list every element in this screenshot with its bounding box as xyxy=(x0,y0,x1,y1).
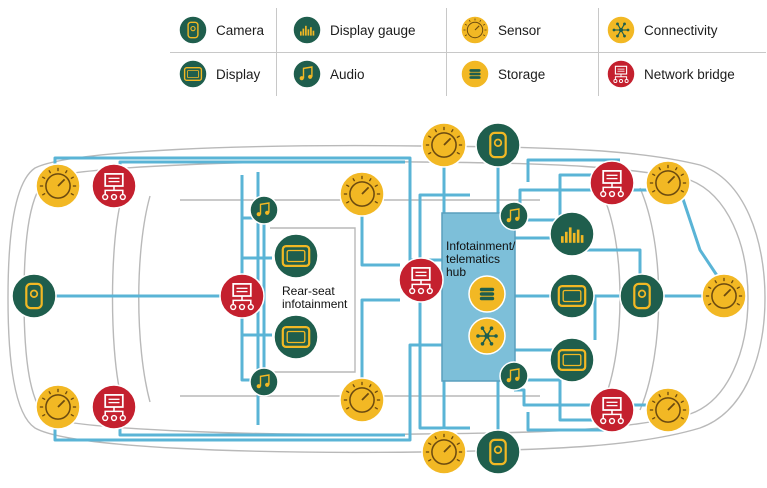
display-node-right-lower xyxy=(549,337,595,383)
legend-item-camera: Camera xyxy=(178,10,264,50)
network-bridge-icon xyxy=(606,59,636,89)
vehicle-network-diagram xyxy=(7,122,766,475)
display-node-rear-seat-upper xyxy=(273,233,319,279)
sensor-icon xyxy=(460,15,490,45)
display-node-right-mid xyxy=(549,273,595,319)
legend-item-display-gauge: Display gauge xyxy=(292,10,416,50)
network-bridge-node-rear-right xyxy=(589,387,635,433)
hub-label: Infotainment/ telematics hub xyxy=(446,239,516,279)
sensor-node-lower-mid xyxy=(339,377,385,423)
display-gauge-icon xyxy=(292,15,322,45)
network-bridge-node-front-right xyxy=(589,160,635,206)
sensor-glyph xyxy=(460,15,490,45)
sensor-node-rear-left xyxy=(35,384,81,430)
camera-node-bottom xyxy=(475,429,521,475)
storage-icon xyxy=(460,59,490,89)
legend-label-storage: Storage xyxy=(498,66,546,82)
legend-label-audio: Audio xyxy=(330,66,365,82)
sensor-node-rear-right xyxy=(645,387,691,433)
network-bridge-node-rear-left xyxy=(91,384,137,430)
legend-item-audio: Audio xyxy=(292,54,365,94)
rear-seat-infotainment-label: Rear-seat infotainment xyxy=(282,284,348,311)
sensor-node-front-left xyxy=(35,163,81,209)
legend-item-storage: Storage xyxy=(460,54,545,94)
camera-icon xyxy=(178,15,208,45)
legend-item-sensor: Sensor xyxy=(460,10,541,50)
legend-label-sensor: Sensor xyxy=(498,22,541,38)
sensor-node-right xyxy=(701,273,747,319)
camera-node-left xyxy=(11,273,57,319)
display-gauge-glyph xyxy=(292,15,322,45)
audio-node-hub-upper xyxy=(499,201,529,231)
camera-glyph xyxy=(178,15,208,45)
audio-node-hub-lower xyxy=(499,361,529,391)
legend-label-connectivity: Connectivity xyxy=(644,22,718,38)
storage-node-hub xyxy=(468,275,506,313)
sensor-node-upper-mid xyxy=(339,171,385,217)
network-bridge-glyph xyxy=(606,59,636,89)
network-bridge-node-front-left xyxy=(91,163,137,209)
camera-node-right xyxy=(619,273,665,319)
display-node-rear-seat-lower xyxy=(273,314,319,360)
storage-glyph xyxy=(460,59,490,89)
legend-item-network-bridge: Network bridge xyxy=(606,54,735,94)
sensor-node-top xyxy=(421,122,467,168)
legend-label-display: Display xyxy=(216,66,261,82)
audio-node-upper-left xyxy=(249,195,279,225)
connectivity-glyph xyxy=(606,15,636,45)
audio-node-lower-left xyxy=(249,367,279,397)
legend-divider xyxy=(170,52,766,53)
network-bridge-node-center xyxy=(398,257,444,303)
audio-glyph xyxy=(292,59,322,89)
legend-label-display-gauge: Display gauge xyxy=(330,22,416,38)
display-glyph xyxy=(178,59,208,89)
legend-label-camera: Camera xyxy=(216,22,265,38)
audio-icon xyxy=(292,59,322,89)
legend-label-network-bridge: Network bridge xyxy=(644,66,735,82)
camera-node-top xyxy=(475,122,521,168)
legend-item-display: Display xyxy=(178,54,260,94)
sensor-node-front-right xyxy=(645,160,691,206)
display-gauge-node xyxy=(549,211,595,257)
sensor-node-bottom xyxy=(421,429,467,475)
connectivity-icon xyxy=(606,15,636,45)
network-bridge-node-rear-seat xyxy=(219,273,265,319)
connectivity-node-hub xyxy=(468,317,506,355)
display-icon xyxy=(178,59,208,89)
legend-item-connectivity: Connectivity xyxy=(606,10,718,50)
